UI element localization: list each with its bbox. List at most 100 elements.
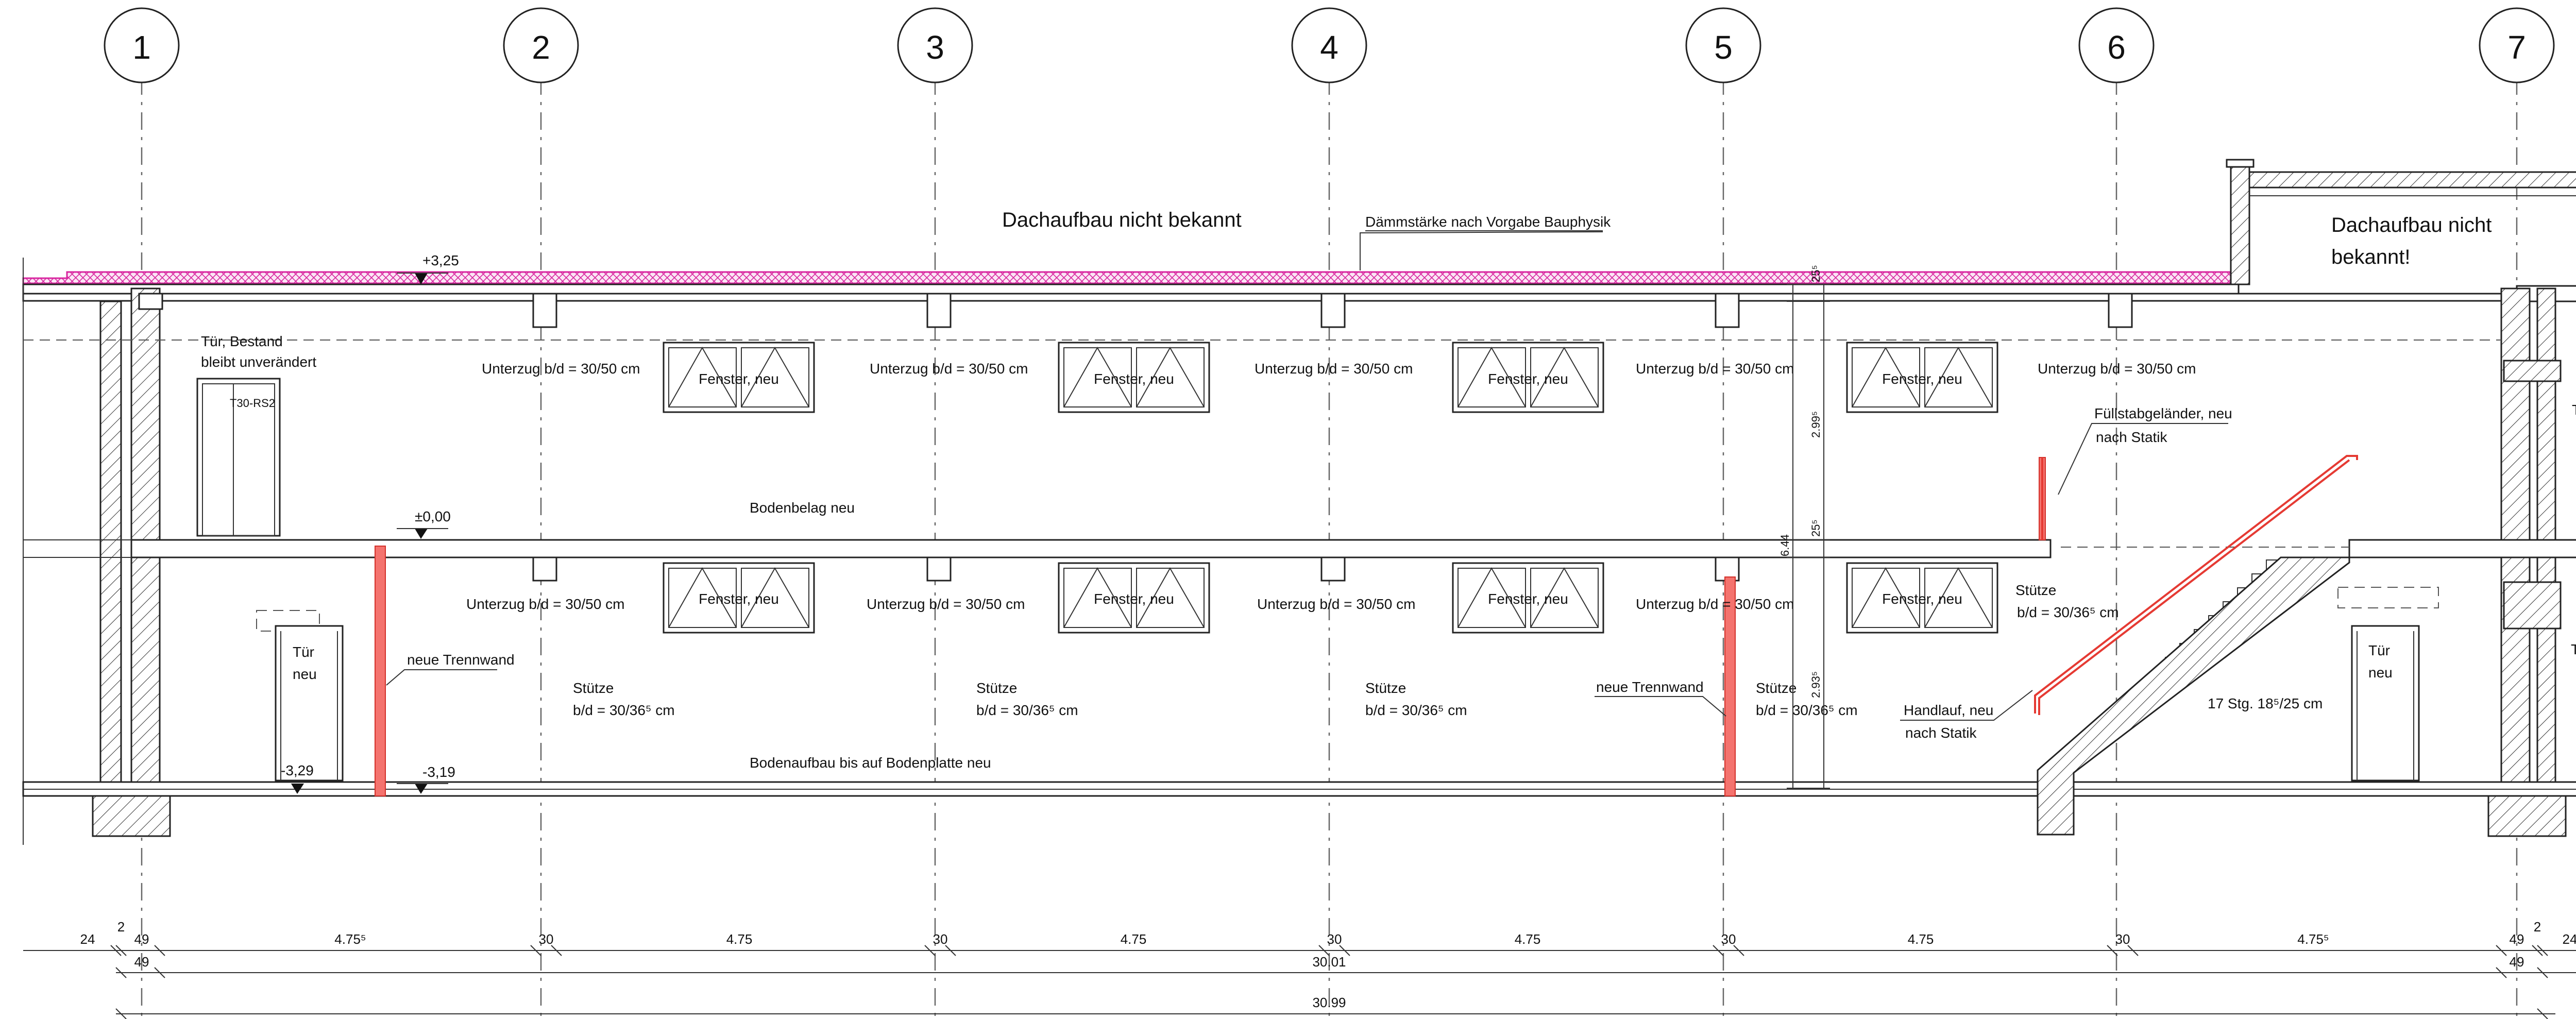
dim-value: 4.75 [1121,931,1147,947]
dim-total: 6.44 [1778,534,1791,556]
door-new-2: neu [2368,665,2393,681]
roof-note-right-2: bekannt! [2331,246,2410,268]
door-note-2: bleibt unverändert [201,354,316,370]
dim-value: 30 [539,931,554,947]
level-basement: -3,19 [422,764,455,780]
window-label: Fenster, neu [1882,591,1962,607]
dim-lower-height: 2.93⁵ [1809,671,1822,698]
floor-note-lower: Bodenaufbau bis auf Bodenplatte neu [750,755,991,771]
axis-marker-7: 7 [2479,7,2555,83]
beams [138,293,2133,582]
dim-value: 30 [1721,931,1736,947]
dim-mid-slab: 25⁵ [1809,519,1822,537]
beam-label: Unterzug b/d = 30/50 cm [1255,361,1413,377]
window-upper-1: Fenster, neu [663,342,815,413]
axis-label: 5 [1714,29,1733,66]
window-upper-4: Fenster, neu [1846,342,1998,413]
floor-note: Bodenbelag neu [750,500,855,516]
partition-left [375,546,386,796]
window-label: Fenster, neu [1488,591,1568,607]
beam-label: Unterzug b/d = 30/50 cm [2038,361,2196,377]
partition-label: neue Trennwand [407,652,515,668]
right-door-lower: Tür, neu [2571,641,2576,657]
axis-marker-1: 1 [104,7,180,83]
door-new: Tür [293,644,314,660]
dim-value: 24 [2563,931,2576,947]
dim-value: 30 [1327,931,1342,947]
axis-marker-2: 2 [503,7,579,83]
existing-door: T30-RS2 [196,378,281,537]
dim-value: 30 [933,931,948,947]
axis-label: 4 [1320,29,1338,66]
right-column-lower [2503,581,2562,630]
handrail-note: Handlauf, neu [1904,702,1993,718]
axis-label: 1 [132,29,151,66]
window-label: Fenster, neu [1882,371,1962,387]
axis-marker-3: 3 [897,7,973,83]
new-door-left: Tür neu [256,610,344,782]
left-wall-outer [99,300,122,797]
roof-insulation [22,271,2237,284]
dim-roof-slab: 25⁵ [1809,265,1822,282]
dim-value: 2 [117,919,125,935]
handrail [2034,455,2358,714]
dim-value: 2 [2534,919,2541,935]
axis-marker-6: 6 [2078,7,2155,83]
roof-slab [22,283,2240,295]
dim-value: 49 [134,954,149,970]
axis-label: 2 [532,29,550,66]
dim-value: 49 [2510,954,2524,970]
window-label: Fenster, neu [1094,371,1174,387]
handrail-note-2: nach Statik [1905,725,1977,741]
axis-label: 7 [2507,29,2526,66]
mid-slab [130,539,2052,558]
window-lower-2: Fenster, neu [1058,562,1210,634]
beam-label: Unterzug b/d = 30/50 cm [1257,596,1415,612]
partition-label: neue Trennwand [1596,679,1704,695]
dim-value: 30.01 [1312,954,1346,970]
beam-label: Unterzug b/d = 30/50 cm [867,596,1025,612]
new-door-right: Tür neu [2337,587,2439,782]
column-label: Stütze [976,680,1017,696]
column-label: Stütze [1365,680,1406,696]
dimension-chains: 24 2 49 4.75⁵ 30 4.75 30 4.75 30 4.75 30… [23,919,2576,1019]
foundation-left [92,795,171,837]
beam-label: Unterzug b/d = 30/50 cm [1636,361,1794,377]
window-lower-4: Fenster, neu [1846,562,1998,634]
dim-value: 4.75⁵ [334,931,366,947]
dim-value: 24 [80,931,95,947]
dim-value: 49 [134,931,149,947]
beam-label: Unterzug b/d = 30/50 cm [870,361,1028,377]
column-label-2: b/d = 30/36⁵ cm [1365,702,1467,718]
vertical-dimensions: 25⁵ 2.99⁵ 25⁵ 6.44 2.93⁵ [1778,265,1830,789]
stair-stringer [2037,556,2350,836]
railing-note-2: nach Statik [2096,429,2168,445]
axis-label: 3 [926,29,944,66]
upper-floor: Tür, Bestand bleibt unverändert T30-RS2 … [196,333,2576,540]
foundation-right [2487,795,2567,837]
dim-value: 49 [2510,931,2524,947]
window-lower-1: Fenster, neu [663,562,815,634]
stair: 17 Stg. 18⁵/25 cm [2037,556,2350,836]
dim-value: 30 [2115,931,2130,947]
door-tag: T30-RS2 [230,397,275,410]
level-roof: +3,25 [422,252,459,268]
roof-note: Dachaufbau nicht bekannt [1002,209,1242,231]
door-new-2: neu [293,666,317,682]
parapet [2230,164,2250,285]
column-label-2: b/d = 30/36⁵ cm [573,702,675,718]
column-label: Stütze [573,680,614,696]
beam-label: Unterzug b/d = 30/50 cm [1636,596,1794,612]
lower-floor: Tür neu -3,29 neue Trennwand neue Trennw… [256,455,2576,836]
column-label-2: b/d = 30/36⁵ cm [2017,604,2119,620]
beam-label: Unterzug b/d = 30/50 cm [482,361,640,377]
right-door-upper: Tür, neu [2572,402,2576,418]
level-door: -3,29 [281,762,314,778]
door-note: Tür, Bestand [201,333,283,349]
window-label: Fenster, neu [699,371,779,387]
partition-right [1724,576,1736,796]
window-upper-3: Fenster, neu [1452,342,1604,413]
dim-value: 4.75⁵ [2297,931,2329,947]
window-label: Fenster, neu [699,591,779,607]
